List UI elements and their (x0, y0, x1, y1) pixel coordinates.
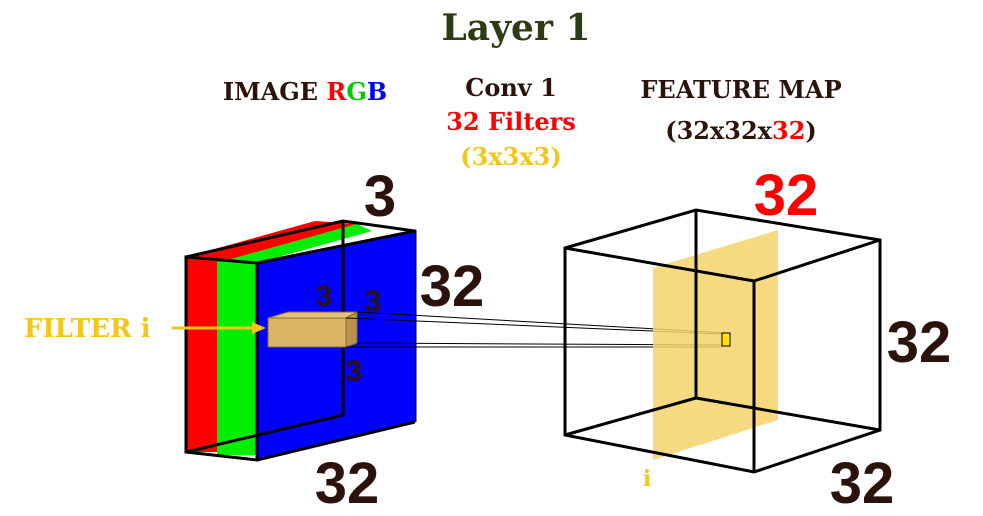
image-label-prefix: IMAGE (223, 77, 327, 106)
red-channel-top (186, 221, 357, 263)
feature-map-shape-prefix: (32x32x (665, 116, 772, 145)
feature-map-cube (563, 208, 882, 474)
cube-front-top-edge (564, 246, 755, 283)
volume-top-edge (256, 229, 416, 265)
conv-filter-size: (3x3x3) (460, 142, 561, 171)
output-pixel (721, 332, 731, 347)
image-height-label: 32 (420, 254, 485, 319)
conv-name: Conv 1 (465, 73, 557, 102)
image-width-label: 32 (315, 451, 380, 516)
image-label-g: G (346, 77, 367, 106)
feature-map-shape-channels: 32 (772, 116, 805, 145)
feature-map-slice-label: i (643, 466, 651, 492)
diagram-title: Layer 1 (441, 7, 590, 49)
cube-back-bottom-right-edge (695, 396, 881, 432)
filter-front-face (267, 317, 347, 348)
red-channel-face (186, 257, 218, 452)
feature-map-height-label: 32 (887, 310, 952, 375)
volume-hidden-bottom (185, 413, 344, 454)
cube-top-right-edge (753, 238, 881, 283)
filter-dim-width: 3 (365, 285, 382, 318)
feature-map-slice (653, 230, 778, 460)
image-depth-label: 3 (364, 164, 396, 229)
green-channel-top (217, 224, 372, 263)
image-label-b: B (367, 77, 387, 106)
filter-side-face (345, 311, 358, 348)
filter-dim-height: 3 (316, 280, 333, 313)
volume-bottom-edge (256, 420, 416, 462)
feature-map-shape: (32x32x32) (665, 116, 817, 145)
feature-map-width-label: 32 (830, 451, 895, 516)
conv-filters: 32 Filters (446, 107, 576, 136)
feature-map-label: FEATURE MAP (640, 75, 841, 104)
cube-back-bottom-left-edge (564, 396, 697, 437)
filter-cube (267, 311, 358, 348)
image-label: IMAGE RGB (223, 77, 387, 106)
filter-i-label: FILTER i (24, 314, 151, 344)
filter-arrow-head (252, 322, 266, 334)
feature-map-depth-label: 32 (754, 163, 819, 228)
image-label-r: R (326, 77, 347, 106)
filter-dim-depth: 3 (346, 355, 363, 388)
feature-map-shape-suffix: ) (805, 116, 816, 145)
green-channel-face (217, 260, 257, 455)
